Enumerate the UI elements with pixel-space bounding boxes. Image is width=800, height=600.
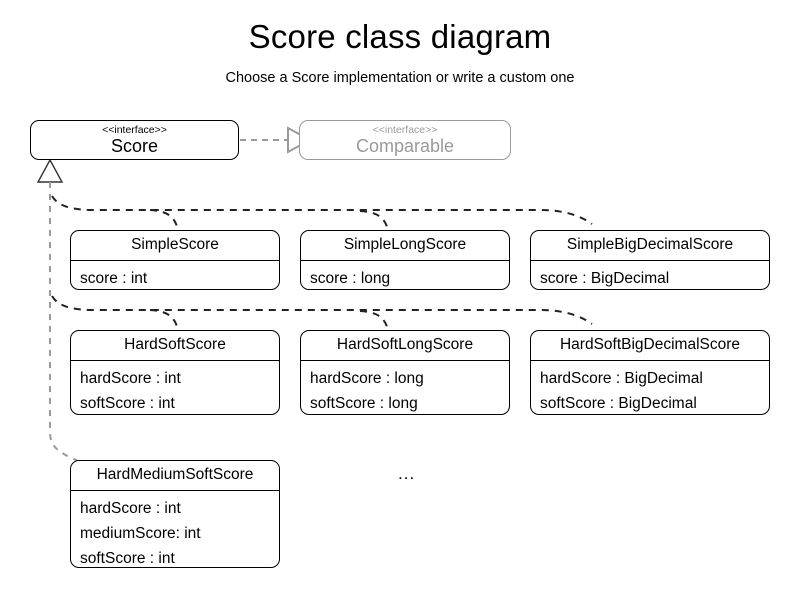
class-member: hardScore : BigDecimal (540, 369, 703, 387)
class-box-hard-soft-score[interactable]: HardSoftScore hardScore : int softScore … (70, 330, 280, 415)
class-name: HardMediumSoftScore (71, 461, 279, 491)
page-subtitle: Choose a Score implementation or write a… (225, 70, 575, 86)
class-name: SimpleLongScore (301, 231, 509, 261)
class-name: HardSoftLongScore (301, 331, 509, 361)
class-member: hardScore : long (310, 369, 424, 387)
class-box-hard-soft-bigdecimal-score[interactable]: HardSoftBigDecimalScore hardScore : BigD… (530, 330, 770, 415)
class-member: score : int (80, 269, 148, 287)
class-members: score : BigDecimal (531, 261, 769, 290)
class-members: hardScore : int softScore : int (71, 361, 279, 415)
class-member: hardScore : int (80, 369, 181, 387)
class-box-hard-soft-long-score[interactable]: HardSoftLongScore hardScore : long softS… (300, 330, 510, 415)
interface-name: Comparable (355, 135, 455, 156)
class-box-simple-score[interactable]: SimpleScore score : int (70, 230, 280, 290)
class-member: softScore : BigDecimal (540, 394, 697, 412)
class-member: softScore : long (310, 394, 418, 412)
interface-name: Score (110, 135, 159, 156)
class-name: HardSoftBigDecimalScore (531, 331, 769, 361)
interface-box-score[interactable]: <<interface>> Score (30, 120, 239, 160)
class-name: SimpleScore (71, 231, 279, 261)
stereotype-label: <<interface>> (372, 123, 438, 136)
class-member: softScore : int (80, 394, 175, 412)
class-box-hard-medium-soft-score[interactable]: HardMediumSoftScore hardScore : int medi… (70, 460, 280, 568)
class-box-simple-bigdecimal-score[interactable]: SimpleBigDecimalScore score : BigDecimal (530, 230, 770, 290)
stereotype-label: <<interface>> (102, 123, 167, 136)
class-name: HardSoftScore (71, 331, 279, 361)
class-box-simple-long-score[interactable]: SimpleLongScore score : long (300, 230, 510, 290)
class-members: score : long (301, 261, 509, 290)
class-members: hardScore : BigDecimal softScore : BigDe… (531, 361, 769, 415)
inheritance-branches-row1 (51, 195, 593, 231)
more-classes-ellipsis: ... (398, 464, 416, 483)
class-member: mediumScore: int (80, 524, 201, 542)
class-members: score : int (71, 261, 279, 290)
class-member: hardScore : int (80, 499, 181, 517)
inheritance-spine (49, 182, 81, 463)
class-member: score : long (310, 269, 391, 287)
class-name: SimpleBigDecimalScore (531, 231, 769, 261)
class-members: hardScore : long softScore : long (301, 361, 509, 415)
inheritance-branches-row2 (51, 295, 593, 331)
class-member: softScore : int (80, 549, 175, 567)
class-member: score : BigDecimal (540, 269, 670, 287)
interface-box-comparable[interactable]: <<interface>> Comparable (299, 120, 511, 160)
class-members: hardScore : int mediumScore: int softSco… (71, 491, 279, 568)
generalization-arrowhead (36, 158, 64, 183)
page-title: Score class diagram (248, 18, 552, 55)
